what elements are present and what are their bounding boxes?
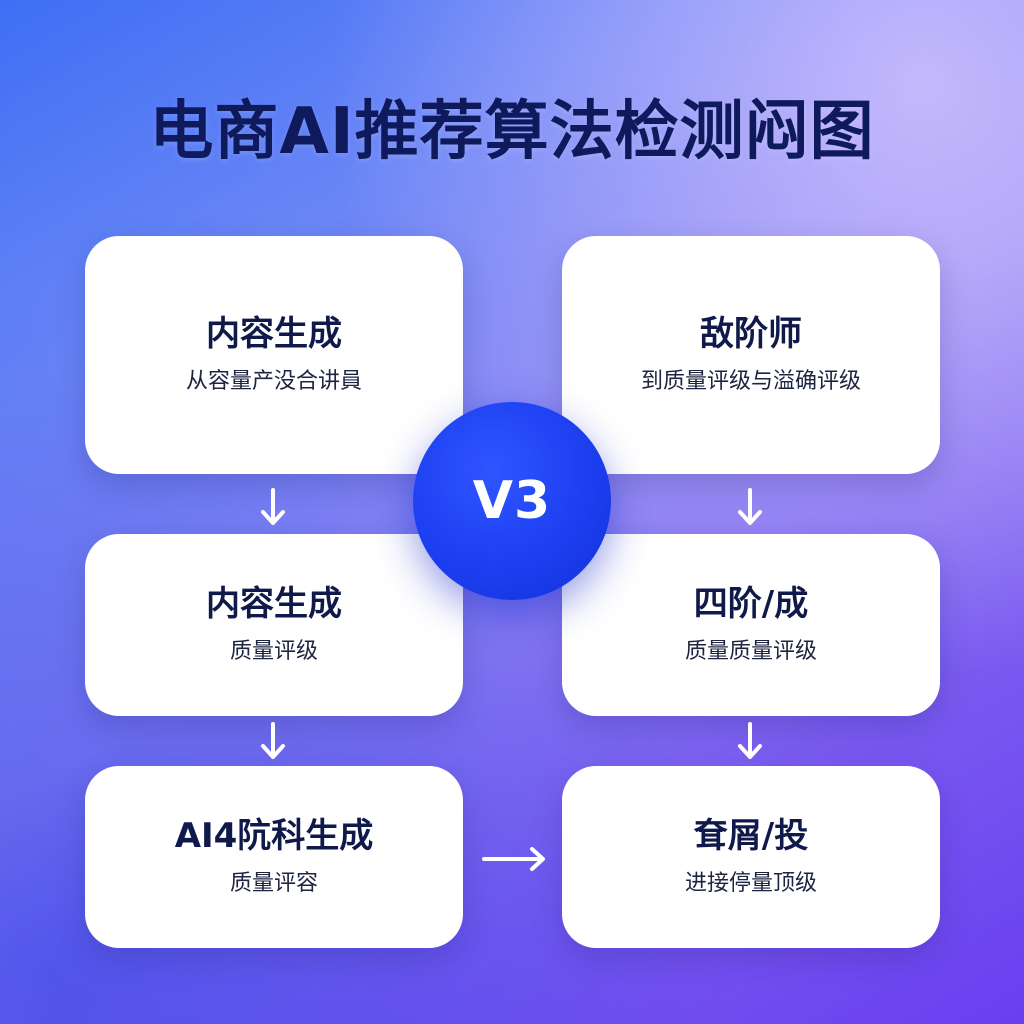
card-heading: 敌阶师	[700, 314, 802, 355]
card-subtitle: 质量质量评级	[684, 639, 817, 665]
card-middle-left: 内容生成 质量评级	[85, 534, 463, 716]
arrow-right-icon	[482, 847, 545, 871]
card-bottom-right: 耷屑/投 进接停量顶级	[562, 766, 940, 948]
card-subtitle: 从容量产没合讲員	[185, 369, 362, 395]
card-heading: 四阶/成	[693, 584, 809, 625]
arrow-down-icon	[738, 488, 762, 525]
card-middle-right: 四阶/成 质量质量评级	[562, 534, 940, 716]
page-title: 电商AI推荐算法检测闷图	[149, 95, 875, 169]
card-heading: 内容生成	[206, 584, 342, 625]
version-badge: V3	[413, 402, 611, 600]
arrow-down-icon	[738, 722, 762, 759]
card-subtitle: 到质量评级与溢确评级	[640, 369, 861, 395]
card-bottom-left: AI4阬科生成 质量评容	[85, 766, 463, 948]
card-subtitle: 质量评容	[229, 871, 318, 897]
card-heading: 内容生成	[206, 314, 342, 355]
card-heading: AI4阬科生成	[174, 816, 374, 857]
card-top-right: 敌阶师 到质量评级与溢确评级	[562, 236, 940, 474]
card-top-left: 内容生成 从容量产没合讲員	[85, 236, 463, 474]
card-subtitle: 质量评级	[229, 639, 318, 665]
arrow-down-icon	[261, 722, 285, 759]
card-heading: 耷屑/投	[693, 816, 809, 857]
card-subtitle: 进接停量顶级	[684, 871, 817, 897]
arrow-down-icon	[261, 488, 285, 525]
